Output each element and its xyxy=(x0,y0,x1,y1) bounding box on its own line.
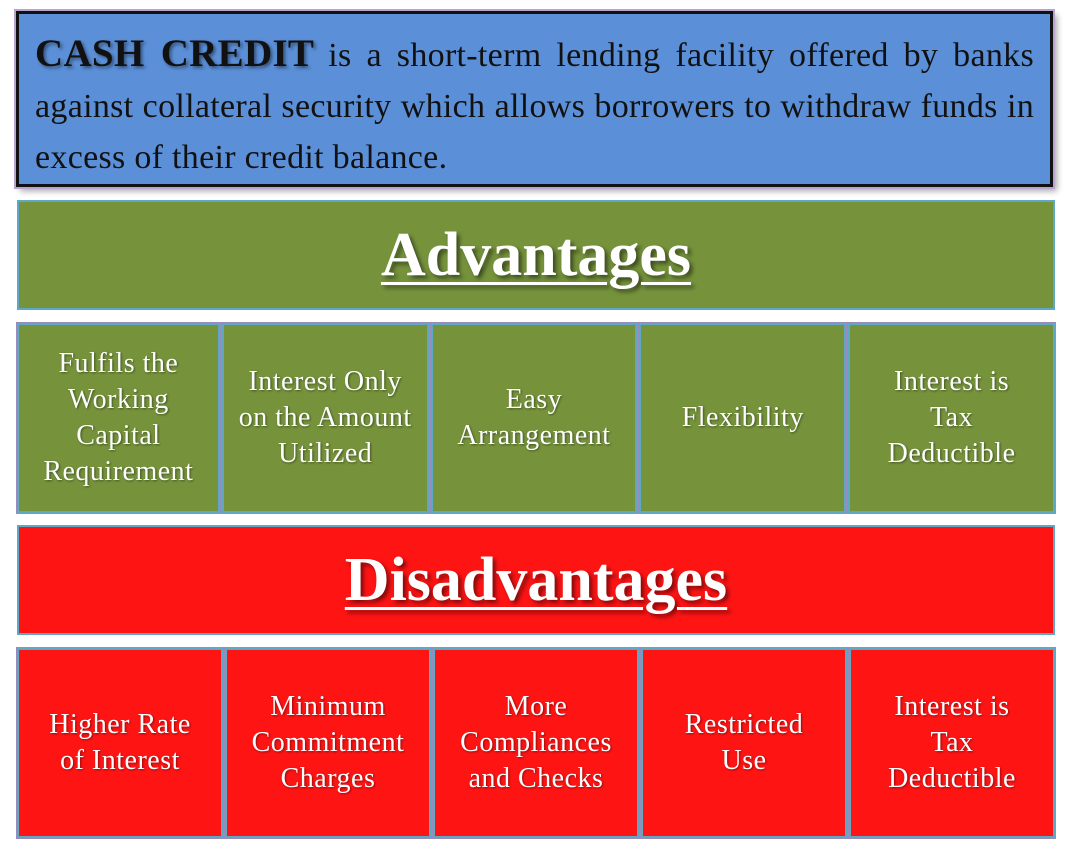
disadvantage-item: More Compliances and Checks xyxy=(433,648,639,838)
advantage-item: Interest is Tax Deductible xyxy=(848,323,1055,513)
advantages-heading: Advantages xyxy=(380,220,692,289)
disadvantage-item: Minimum Commitment Charges xyxy=(225,648,431,838)
disadvantage-item: Interest is Tax Deductible xyxy=(849,648,1055,838)
disadvantages-heading: Disadvantages xyxy=(344,545,728,614)
disadvantage-item: Restricted Use xyxy=(641,648,847,838)
definition-term: CASH CREDIT xyxy=(35,32,315,75)
advantages-row: Fulfils the Working Capital Requirement … xyxy=(17,323,1055,513)
disadvantages-row: Higher Rate of Interest Minimum Commitme… xyxy=(17,648,1055,838)
advantage-item: Interest Only on the Amount Utilized xyxy=(221,323,429,513)
definition-text: is a short-term lending facility offered… xyxy=(35,37,1034,176)
advantage-item: Fulfils the Working Capital Requirement xyxy=(17,323,220,513)
advantage-item: Easy Arrangement xyxy=(430,323,638,513)
disadvantage-item: Higher Rate of Interest xyxy=(17,648,223,838)
disadvantages-banner: Disadvantages xyxy=(17,525,1055,635)
advantages-banner: Advantages xyxy=(17,200,1055,310)
advantage-item: Flexibility xyxy=(639,323,847,513)
